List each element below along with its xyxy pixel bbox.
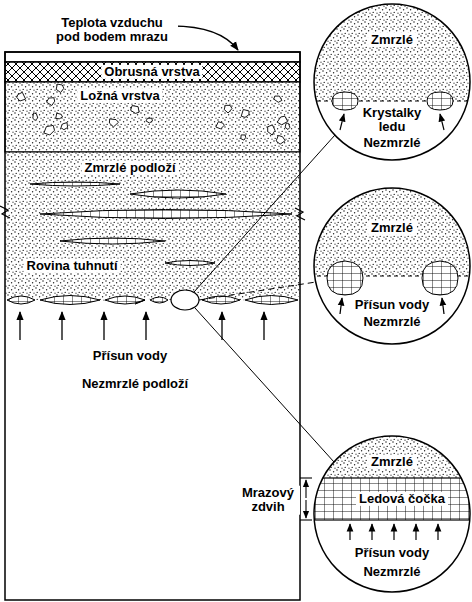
layer-label: Ledová čočka: [356, 492, 448, 506]
detail-marker: [171, 290, 199, 310]
layer-label: Zmrzlé: [368, 221, 416, 235]
layer-label: Přísun vody: [352, 546, 432, 560]
wearing-course: Obrusná vrstva: [5, 62, 300, 82]
detail-circle-lens: [310, 430, 472, 540]
annotation-label: Mrazový zdvih: [236, 486, 300, 515]
layer-label: Ložná vrstva: [77, 89, 162, 103]
layer-label: Obrusná vrstva: [101, 65, 202, 79]
break-mark: [295, 208, 305, 220]
annotation-label: Teplota vzduchu pod bodem mrazu: [46, 16, 178, 45]
leader-line: [199, 282, 316, 300]
frozen-subgrade: [5, 152, 300, 301]
layer-label: Krystalky ledu: [356, 106, 428, 135]
layer-label: Přísun vody: [352, 298, 432, 312]
air-arrow: [172, 26, 238, 50]
detail-circle-growth: [310, 185, 472, 314]
soil-column: [5, 52, 300, 600]
detail-circle: ZmrzléPřísun vodyNezmrzlé: [314, 188, 470, 344]
layer-label: Nezmrzlé: [360, 565, 423, 579]
layer-label: Nezmrzlé: [360, 136, 423, 150]
frozen-subgrade: Zmrzlé podložíRovina tuhnutí: [5, 152, 300, 300]
water-arrows: [20, 312, 264, 340]
leader-line: [195, 308, 334, 462]
stones: [17, 84, 290, 144]
base-course: [5, 82, 300, 152]
detail-circle: ZmrzléLedová čočkaPřísun vodyNezmrzlé: [314, 436, 470, 592]
wearing-course: [5, 62, 300, 82]
heave-dimension: [300, 478, 312, 520]
layer-label: Přísun vody: [90, 349, 170, 363]
break-mark: [0, 206, 10, 218]
layer-label: Zmrzlé: [368, 455, 416, 469]
layer-label: Zmrzlé: [368, 33, 416, 47]
layer-label: Zmrzlé podloží: [82, 161, 179, 175]
unfrozen-subgrade: Přísun vodyNezmrzlé podloží: [5, 300, 300, 600]
detail-circle: ZmrzléKrystalky leduNezmrzlé: [314, 4, 470, 160]
layer-label: Nezmrzlé: [360, 315, 423, 329]
layer-label: Rovina tuhnutí: [24, 259, 121, 273]
layer-label: Nezmrzlé podloží: [79, 377, 191, 391]
base-course: Ložná vrstva: [5, 82, 300, 152]
ice-lenses: [7, 182, 298, 305]
